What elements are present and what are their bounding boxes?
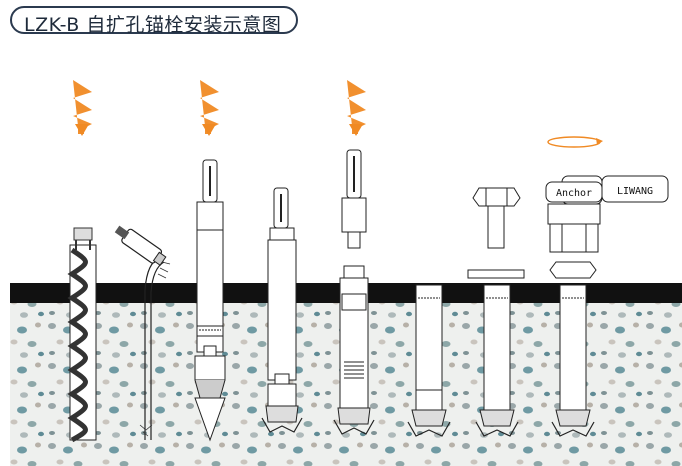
hammer-arrow-icon [347,80,366,136]
anchor-tag: Anchor [545,181,603,203]
brand-tag-label: LIWANG [617,186,653,197]
step-undercut [261,187,303,433]
step-clean [114,225,171,440]
step-expanded [407,284,451,437]
page-title: LZK-B 自扩孔锚栓安装示意图 [24,14,282,36]
step-insert [194,159,226,442]
anchor-tag-label: Anchor [556,188,592,199]
step-drill [67,227,97,443]
rotate-arrow-icon [547,136,603,148]
title-frame [10,6,298,34]
hammer-arrow-icon [73,80,92,136]
hammer-arrow-icon [200,80,219,136]
step-fixture [467,187,525,437]
step-torque [547,175,603,437]
step-expand [333,149,375,435]
brand-tag: LIWANG [601,175,669,203]
